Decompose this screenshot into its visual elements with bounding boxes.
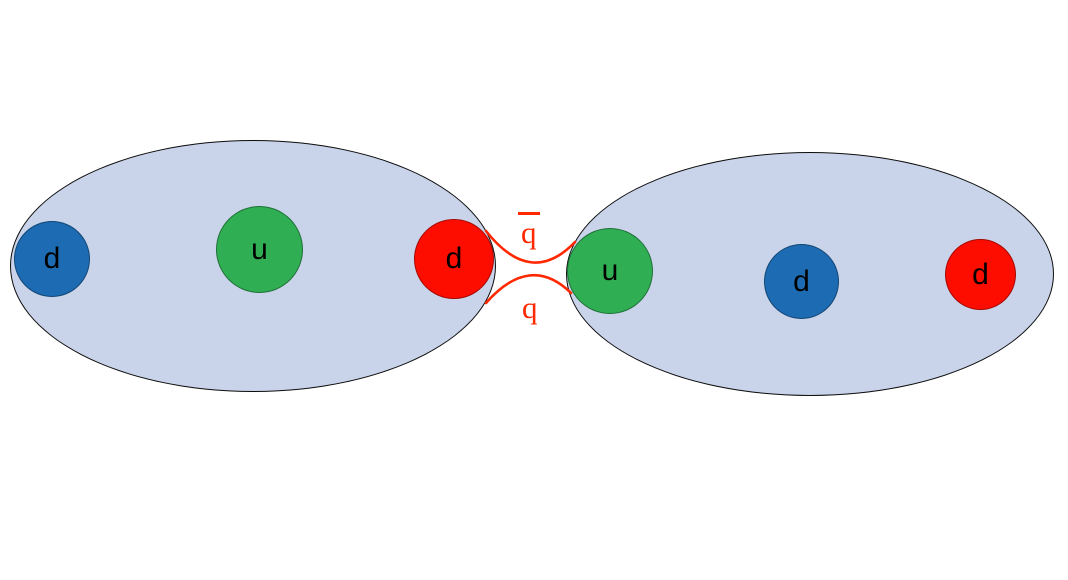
quark-label: q	[522, 290, 538, 325]
exchange-lines	[484, 229, 577, 305]
quark-letter: d	[445, 242, 463, 275]
antiquark-overline: q	[518, 212, 540, 248]
quark-line	[484, 273, 573, 305]
quark-circle-right-d-red: d	[945, 239, 1016, 310]
quark-circle-right-u-green: u	[567, 228, 653, 314]
quark-letter: u	[251, 232, 268, 266]
quark-circle-left-d-red: d	[414, 219, 494, 299]
quark-circle-left-u-green: u	[216, 206, 303, 293]
quark-circle-left-d-blue: d	[14, 221, 90, 297]
quark-letter: d	[793, 264, 810, 298]
antiquark-line	[484, 229, 577, 264]
quark-letter: u	[601, 254, 619, 287]
antiquark-label: q	[518, 212, 540, 248]
quark-letter: d	[43, 242, 61, 275]
quark-circle-right-d-blue: d	[764, 244, 839, 319]
quark-letter: d	[972, 257, 989, 291]
